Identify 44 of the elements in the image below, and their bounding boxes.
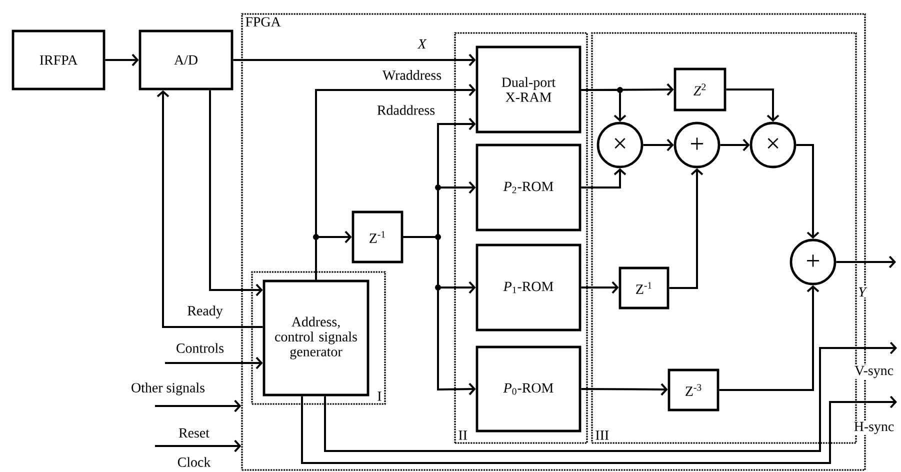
- delay-box: Z$^{2}$: [674, 68, 726, 112]
- memory-box: P$_{0}$-ROM: [476, 346, 582, 432]
- arrow: [836, 256, 896, 268]
- arrow: [165, 356, 263, 370]
- arrow: [726, 88, 780, 122]
- edge-label: Other signals: [130, 382, 206, 396]
- edge-label: X: [416, 38, 428, 50]
- delay-box: Z$^{-1}$: [618, 266, 670, 310]
- edge-label: Controls: [174, 342, 226, 354]
- arrow: [155, 440, 242, 452]
- arrow: [105, 54, 139, 66]
- arrow: [155, 400, 242, 412]
- sensor-box: IRFPA: [12, 30, 106, 90]
- arrow: [403, 236, 476, 396]
- arrow: [796, 144, 820, 239]
- arrow: [719, 285, 820, 391]
- arrow: [643, 138, 674, 152]
- delay-box: Z$^{-3}$: [668, 368, 720, 412]
- edge-label: Y: [857, 286, 868, 298]
- arrow: [209, 90, 263, 296]
- arrow: [301, 396, 897, 464]
- edge-label: Ready: [186, 304, 224, 320]
- edge-label: V-sync: [854, 364, 894, 380]
- edge-label: Rdaddress: [376, 104, 436, 116]
- arrow: [233, 54, 476, 66]
- arrow: [581, 281, 619, 294]
- edge-label: Wraddress: [381, 69, 443, 81]
- generator-box: Address, control signals generator: [262, 280, 370, 396]
- edge-label: H-sync: [852, 420, 896, 436]
- converter-box: A/D: [138, 30, 234, 90]
- edge-label: Reset: [178, 427, 210, 439]
- arrow: [581, 168, 626, 188]
- signal-label: Clock: [178, 457, 211, 467]
- memory-box: Dual-port X-RAM: [476, 46, 582, 134]
- arrow: [315, 230, 352, 280]
- arrow: [156, 90, 263, 328]
- arrow: [581, 383, 668, 396]
- delay-box: Z$^{-1}$: [352, 210, 404, 264]
- arrow: [324, 342, 897, 452]
- memory-box: P$_{1}$-ROM: [476, 244, 582, 332]
- arrow: [720, 138, 750, 152]
- arrow: [669, 168, 704, 289]
- arrow: [581, 89, 626, 122]
- memory-box: P$_{2}$-ROM: [476, 144, 582, 232]
